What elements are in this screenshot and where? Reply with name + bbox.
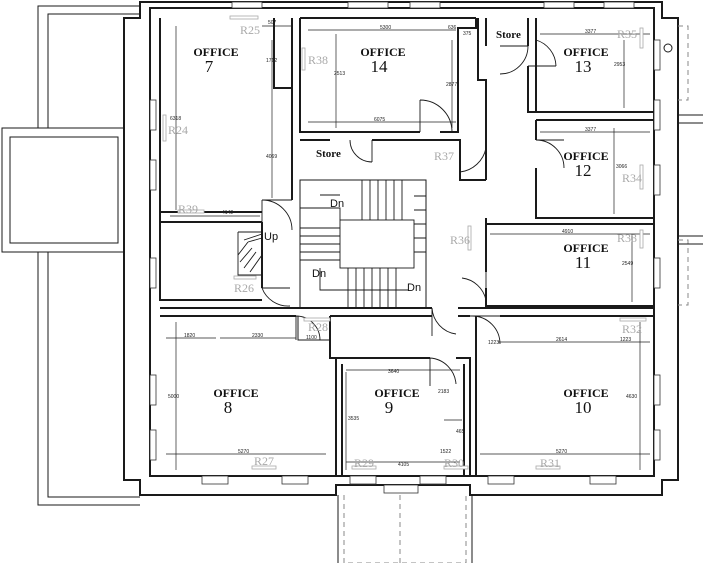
dim-label: 5270 xyxy=(238,449,249,455)
office-13-number: 13 xyxy=(575,57,592,76)
dim-label: 1100 xyxy=(306,335,317,341)
office-11-name: OFFICE xyxy=(563,241,608,255)
dim-label: 2330 xyxy=(252,333,263,339)
dim-label: 1712 xyxy=(266,58,277,64)
dim-label: 1522 xyxy=(440,449,451,455)
room-tag-r26: R26 xyxy=(234,281,254,295)
dim-label: 3640 xyxy=(388,369,399,375)
room-tag-r36: R36 xyxy=(450,233,470,247)
room-tag-r27: R27 xyxy=(254,454,274,468)
dim-label: 2513 xyxy=(334,71,345,77)
office-11-number: 11 xyxy=(575,253,591,272)
dim-label: 5000 xyxy=(168,394,179,400)
dim-label: 5300 xyxy=(380,25,391,31)
office-9-number: 9 xyxy=(385,398,394,417)
entrance-porch xyxy=(337,495,473,563)
dim-label: 1223 xyxy=(620,337,631,343)
dim-label: 3535 xyxy=(348,416,359,422)
office-14-number: 14 xyxy=(371,57,389,76)
room-tag-r28: R28 xyxy=(308,320,328,334)
office-10-name: OFFICE xyxy=(563,386,608,400)
room-tag-r35: R35 xyxy=(617,27,637,41)
stair-down-label: Dn xyxy=(407,282,421,294)
room-tag-r29: R29 xyxy=(354,456,374,470)
store-label-top: Store xyxy=(496,29,521,41)
dim-label: 1820 xyxy=(184,333,195,339)
windows xyxy=(149,1,661,494)
stair-up-label: Up xyxy=(264,231,278,243)
store-label-corridor: Store xyxy=(316,148,341,160)
room-tag-r24: R24 xyxy=(168,123,188,137)
room-tag-bars xyxy=(162,15,647,470)
dim-label: 5270 xyxy=(556,449,567,455)
dim-label: 6318 xyxy=(170,116,181,122)
room-tag-r30: R30 xyxy=(444,456,464,470)
dim-label: 1223 xyxy=(488,340,499,346)
office-14-name: OFFICE xyxy=(360,45,405,59)
doors xyxy=(261,39,565,386)
dim-label: 4142 xyxy=(222,210,233,216)
dim-label: 636 xyxy=(448,25,457,31)
stair-direction-labels: Dn Dn Dn Up xyxy=(264,198,421,294)
dim-label: 2953 xyxy=(614,62,625,68)
main-staircase xyxy=(300,180,426,308)
office-labels: OFFICE 7 OFFICE 14 OFFICE 13 OFFICE 12 O… xyxy=(193,45,608,417)
office-10-number: 10 xyxy=(575,398,592,417)
dim-label: 2549 xyxy=(622,261,633,267)
left-terrace xyxy=(1,5,140,506)
dim-label: 465 xyxy=(456,429,465,435)
office-8-number: 8 xyxy=(224,398,233,417)
room-tags: R25 R38 R35 R24 R37 R34 R39 R36 R33 R26 … xyxy=(168,23,642,470)
dim-label: 507 xyxy=(268,20,277,26)
dim-label: 375 xyxy=(463,31,472,37)
office-13-name: OFFICE xyxy=(563,45,608,59)
dim-label: 3377 xyxy=(585,127,596,133)
office-7-name: OFFICE xyxy=(193,45,238,59)
room-tag-r37: R37 xyxy=(434,149,454,163)
dim-label: 4630 xyxy=(626,394,637,400)
stair-down-label: Dn xyxy=(312,268,326,280)
interior-walls xyxy=(159,17,654,476)
room-tag-r38: R38 xyxy=(308,53,328,67)
dimension-labels: 507 5300 636 375 3377 1712 2513 2877 295… xyxy=(168,20,637,468)
up-staircase xyxy=(237,231,263,276)
room-tag-r33: R33 xyxy=(617,231,637,245)
dim-label: 4105 xyxy=(398,462,409,468)
office-12-number: 12 xyxy=(575,161,592,180)
office-8-name: OFFICE xyxy=(213,386,258,400)
office-9-name: OFFICE xyxy=(374,386,419,400)
right-balconies xyxy=(663,25,703,306)
room-tag-r31: R31 xyxy=(540,456,560,470)
room-tag-r32: R32 xyxy=(622,322,642,336)
dim-label: 4910 xyxy=(562,229,573,235)
dim-label: 3377 xyxy=(585,29,596,35)
room-tag-r25: R25 xyxy=(240,23,260,37)
dim-label: 2183 xyxy=(438,389,449,395)
dimension-lines xyxy=(166,25,650,470)
dim-label: 2877 xyxy=(446,82,457,88)
room-tag-r34: R34 xyxy=(622,171,642,185)
room-tag-r39: R39 xyxy=(178,202,198,216)
dim-label: 6075 xyxy=(374,117,385,123)
stair-down-label: Dn xyxy=(330,198,344,210)
dim-label: 4069 xyxy=(266,154,277,160)
office-7-number: 7 xyxy=(205,57,214,76)
dim-label: 3066 xyxy=(616,164,627,170)
dim-label: 2614 xyxy=(556,337,567,343)
office-12-name: OFFICE xyxy=(563,149,608,163)
